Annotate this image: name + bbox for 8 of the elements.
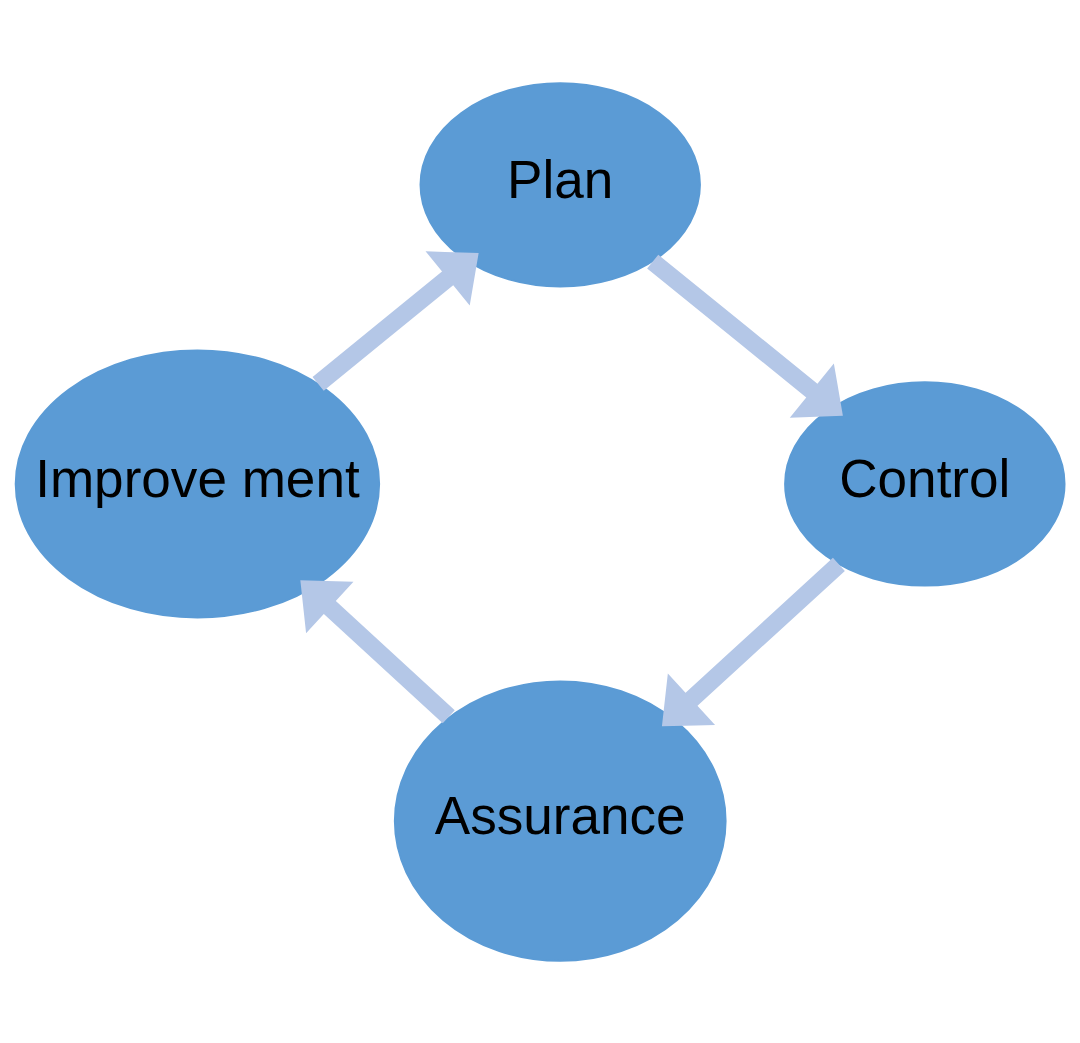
node-ellipse: Assurance [393, 679, 727, 962]
arrow [300, 579, 455, 723]
node-ellipse: Control [784, 380, 1066, 587]
node-ellipse: Plan [419, 81, 701, 287]
arrow [647, 254, 843, 418]
arrow [661, 557, 845, 726]
arrow [312, 250, 479, 391]
node-ellipse: Improve ment [14, 348, 381, 618]
